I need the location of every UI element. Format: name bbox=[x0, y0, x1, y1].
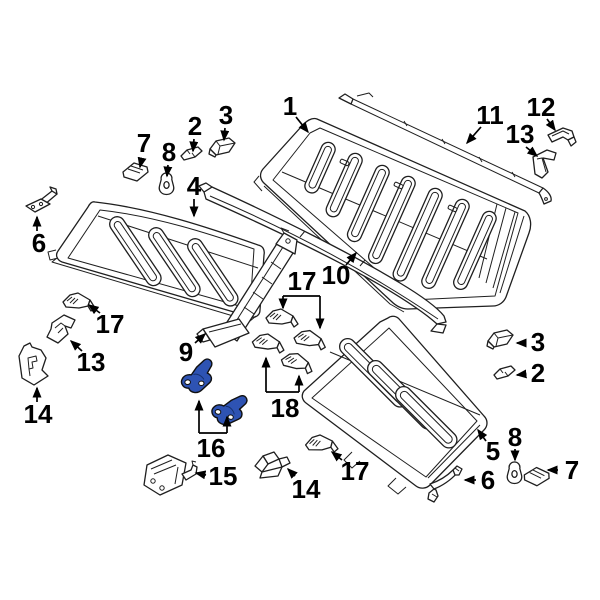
part-6-bracket-bottom bbox=[427, 465, 463, 503]
callout-17-left: 17 bbox=[96, 309, 125, 339]
callout-16: 16 bbox=[197, 433, 226, 463]
callout-5: 5 bbox=[486, 436, 500, 466]
part-12-bracket bbox=[547, 127, 577, 147]
callout-3-right: 3 bbox=[531, 327, 545, 357]
part-18-clip-left bbox=[251, 332, 286, 354]
callout-8-top: 8 bbox=[162, 137, 176, 167]
callout-4: 4 bbox=[187, 171, 202, 201]
part-17-clip-mid-left bbox=[265, 308, 299, 328]
part-7-clip-bottom bbox=[522, 465, 551, 488]
part-2-clip-right bbox=[493, 365, 516, 380]
callout-14-left: 14 bbox=[24, 399, 53, 429]
part-8-grommet-bottom bbox=[506, 461, 523, 485]
part-17-clip-bottom bbox=[304, 433, 339, 455]
part-8-grommet-top bbox=[158, 172, 175, 196]
part-7-clip-top bbox=[122, 162, 149, 182]
callout-6-bottom: 6 bbox=[481, 465, 495, 495]
part-1-rear-roof-panel bbox=[253, 117, 532, 313]
part-17-clip-left bbox=[62, 292, 96, 312]
callout-13-right: 13 bbox=[506, 119, 535, 149]
part-9-center-strut bbox=[196, 227, 298, 348]
part-3-clip-top bbox=[208, 137, 236, 158]
part-17-clip-mid-right bbox=[292, 328, 328, 351]
callout-17-bottom: 17 bbox=[341, 456, 370, 486]
callout-7-top: 7 bbox=[137, 128, 151, 158]
part-11-rail bbox=[338, 92, 552, 205]
part-2-clip-top bbox=[180, 146, 203, 161]
part-13-bracket-right bbox=[532, 149, 557, 179]
part-18-clip-right bbox=[279, 350, 316, 375]
part-14-bracket-left bbox=[18, 342, 49, 386]
callout-18-mid: 18 bbox=[271, 393, 300, 423]
callout-7-bottom: 7 bbox=[565, 455, 579, 485]
callout-13-left: 13 bbox=[77, 347, 106, 377]
part-4-front-left-roof-panel bbox=[47, 201, 265, 322]
callout-9: 9 bbox=[179, 337, 193, 367]
callout-1: 1 bbox=[283, 91, 297, 121]
callout-3-top: 3 bbox=[219, 100, 233, 130]
part-13-bracket-left bbox=[46, 314, 76, 344]
callout-6-left: 6 bbox=[32, 228, 46, 258]
callout-15: 15 bbox=[209, 461, 238, 491]
callout-labels: 1 2 3 7 8 4 11 12 13 6 17 13 14 9 10 17 … bbox=[24, 91, 580, 504]
callout-8-bottom: 8 bbox=[508, 422, 522, 452]
callout-2-top: 2 bbox=[188, 111, 202, 141]
callout-17-mid: 17 bbox=[288, 266, 317, 296]
part-15-bracket bbox=[143, 454, 198, 496]
part-5-front-right-roof-panel bbox=[301, 315, 488, 495]
callout-leader-lines bbox=[32, 116, 558, 485]
callout-10: 10 bbox=[322, 260, 351, 290]
callout-14-bottom: 14 bbox=[292, 474, 321, 504]
part-3-clip-right bbox=[486, 329, 514, 350]
callout-11: 11 bbox=[476, 100, 504, 130]
callout-12: 12 bbox=[527, 92, 556, 122]
part-16-bracket-b-highlighted bbox=[208, 389, 249, 429]
part-6-bracket-left bbox=[25, 186, 58, 213]
part-14-clip-bottom bbox=[254, 451, 291, 479]
callout-2-right: 2 bbox=[531, 358, 545, 388]
